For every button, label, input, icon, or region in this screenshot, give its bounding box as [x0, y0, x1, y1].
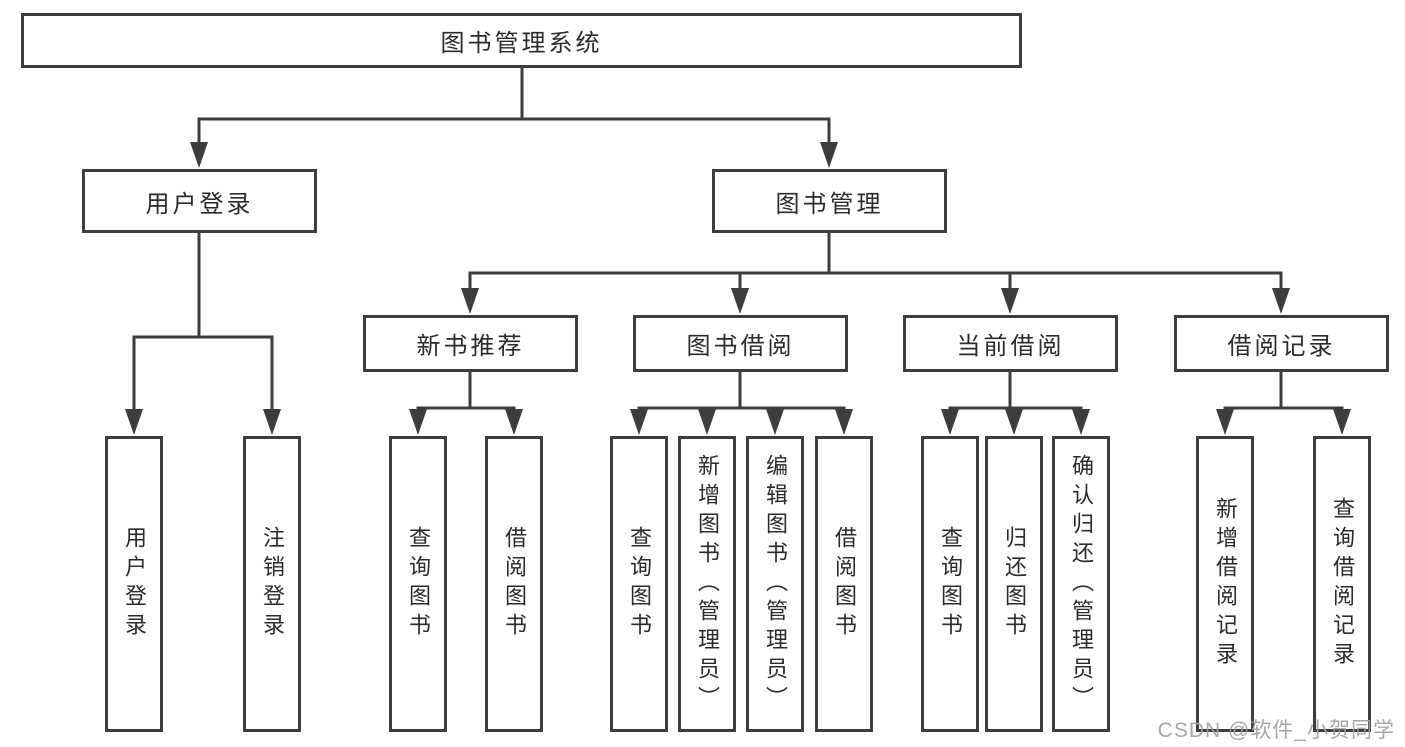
leaf-borrow-books: 借阅图书 [815, 436, 873, 732]
node-label: 用户登录 [145, 190, 254, 218]
leaf-add-borrow-record: 新增借阅记录 [1196, 436, 1254, 732]
node-label: 图书管理 [775, 190, 884, 218]
csdn-watermark: CSDN @软件_小贺同学 [1157, 719, 1395, 742]
leaf-edit-book-admin: 编辑图书（管理员） [746, 436, 804, 732]
node-user-login: 用户登录 [82, 169, 317, 233]
leaf-label: 归还图书 [1002, 526, 1027, 642]
leaf-label: 注销登录 [260, 526, 285, 642]
leaf-label: 确认归还（管理员） [1069, 453, 1094, 715]
node-new-book-recommend: 新书推荐 [363, 315, 578, 372]
leaf-return-books: 归还图书 [985, 436, 1043, 732]
leaf-logout: 注销登录 [243, 436, 301, 732]
leaf-label: 新增图书（管理员） [695, 453, 720, 715]
leaf-label: 新增借阅记录 [1213, 497, 1238, 671]
leaf-add-book-admin: 新增图书（管理员） [678, 436, 736, 732]
leaf-user-login: 用户登录 [105, 436, 163, 732]
leaf-label: 查询借阅记录 [1330, 497, 1355, 671]
leaf-borrow-books-recommend: 借阅图书 [485, 436, 543, 732]
leaf-label: 查询图书 [627, 526, 652, 642]
leaf-label: 编辑图书（管理员） [763, 453, 788, 715]
node-label: 借阅记录 [1227, 333, 1336, 360]
leaf-query-books-current: 查询图书 [921, 436, 979, 732]
leaf-label: 查询图书 [938, 526, 963, 642]
leaf-confirm-return-admin: 确认归还（管理员） [1052, 436, 1110, 732]
leaf-query-books-borrowing: 查询图书 [610, 436, 668, 732]
node-label: 图书借阅 [686, 333, 795, 360]
leaf-label: 查询图书 [406, 526, 431, 642]
node-label: 图书管理系统 [440, 30, 603, 57]
node-current-borrowing: 当前借阅 [903, 315, 1118, 372]
node-label: 新书推荐 [416, 333, 525, 360]
leaf-query-borrow-record: 查询借阅记录 [1313, 436, 1371, 732]
node-borrowing-records: 借阅记录 [1174, 315, 1389, 372]
leaf-label: 用户登录 [122, 526, 147, 642]
node-library-management-system: 图书管理系统 [21, 13, 1022, 68]
node-book-management: 图书管理 [712, 169, 947, 233]
leaf-label: 借阅图书 [832, 526, 857, 642]
leaf-query-books-recommend: 查询图书 [389, 436, 447, 732]
node-book-borrowing: 图书借阅 [633, 315, 848, 372]
leaf-label: 借阅图书 [502, 526, 527, 642]
node-label: 当前借阅 [956, 333, 1065, 360]
